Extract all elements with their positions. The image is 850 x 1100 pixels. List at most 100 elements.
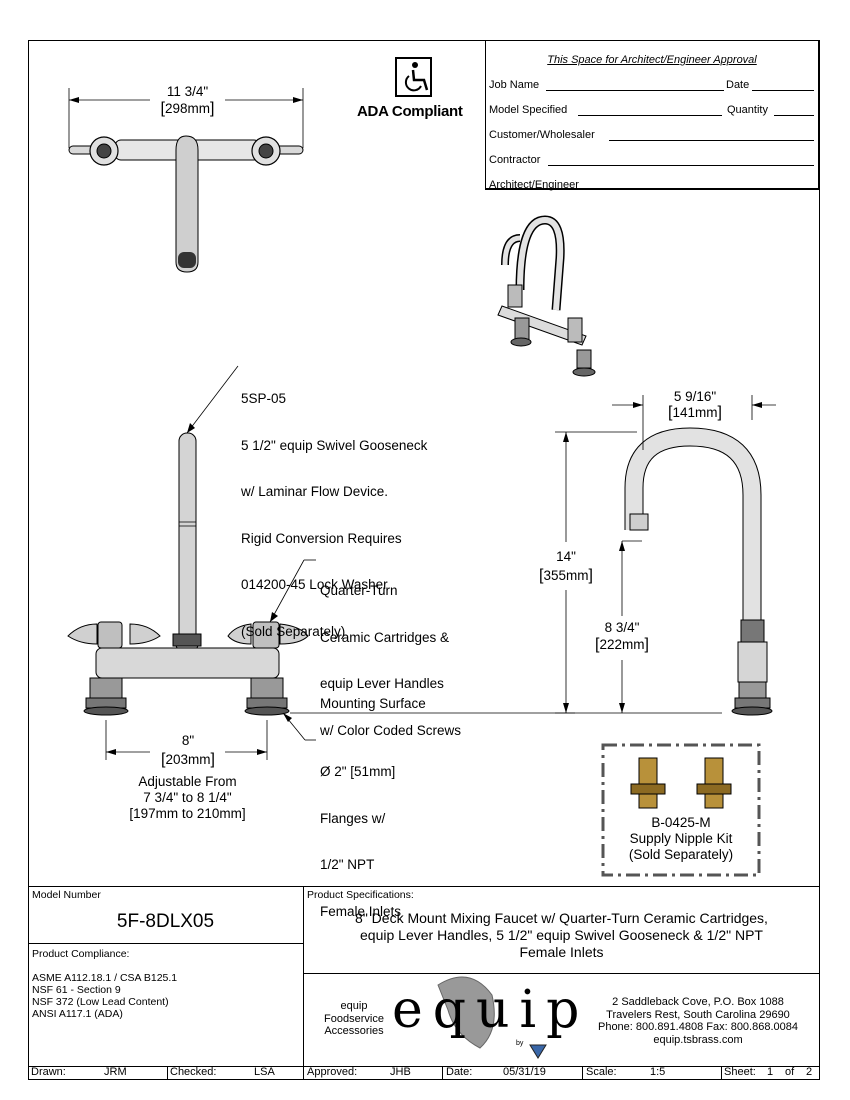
checked-value: LSA [254, 1066, 275, 1078]
height-mm-group: [355mm] [539, 567, 593, 584]
sheet-label: Sheet: [724, 1066, 756, 1078]
job-name-label: Job Name [489, 79, 540, 91]
quantity-label: Quantity [727, 104, 768, 116]
contractor-label: Contractor [489, 154, 541, 166]
adjustable-range: Adjustable From 7 3/4" to 8 1/4" [197mm … [100, 774, 275, 822]
cartridges-line-3: equip Lever Handles [320, 676, 444, 691]
approval-title: This Space for Architect/Engineer Approv… [547, 54, 757, 66]
gooseneck-callout: 5SP-05 5 1/2" equip Swivel Gooseneck w/ … [241, 360, 427, 655]
centers-mm: 203mm [165, 752, 211, 767]
signoff-divider [721, 1066, 722, 1080]
flanges-line-2: Flanges w/ [320, 810, 386, 826]
quantity-line[interactable] [774, 115, 814, 116]
scale-label: Scale: [586, 1066, 617, 1078]
specs-line-1: 8" Deck Mount Mixing Faucet w/ Quarter-T… [355, 910, 768, 926]
title-block-top-border [28, 886, 820, 887]
nipple-kit-line-3: (Sold Separately) [628, 847, 734, 862]
top-width-in: 11 3/4" [166, 84, 209, 99]
model-compliance-divider [28, 943, 303, 944]
specs-label: Product Specifications: [307, 889, 414, 901]
compliance-item: ASME A112.18.1 / CSA B125.1 [32, 972, 178, 984]
of-label: of [785, 1066, 795, 1078]
tagline-line-3: Accessories [324, 1025, 384, 1037]
compliance-item: NSF 61 - Section 9 [32, 984, 121, 996]
scale-value: 1:5 [650, 1066, 666, 1078]
gooseneck-line-3: w/ Laminar Flow Device. [241, 484, 389, 499]
equip-logo-text: equip [392, 980, 590, 1040]
signoff-divider [167, 1066, 168, 1080]
height-mm: 355mm [543, 568, 589, 583]
top-width-mm-group: [298mm] [160, 100, 215, 117]
reach-mm-group: [141mm] [668, 404, 722, 421]
drawn-value: JRM [104, 1066, 127, 1078]
gooseneck-line-2: 5 1/2" equip Swivel Gooseneck [241, 437, 428, 453]
nipple-kit-label: B-0425-M Supply Nipple Kit (Sold Separat… [603, 815, 759, 863]
gooseneck-line-4: Rigid Conversion Requires [241, 530, 402, 546]
model-number: 5F-8DLX05 [116, 911, 215, 932]
tagline-line-1: equip [340, 1000, 368, 1012]
reach-mm: 141mm [672, 405, 718, 420]
flanges-line-1: Ø 2" [51mm] [320, 764, 396, 779]
compliance-label: Product Compliance: [32, 948, 130, 960]
cartridges-line-2: Ceramic Cartridges & [320, 629, 450, 645]
model-specified-line[interactable] [578, 115, 722, 116]
top-width-mm: 298mm [164, 101, 210, 116]
nipple-kit-line-2: Supply Nipple Kit [629, 831, 733, 846]
centers-mm-group: [203mm] [161, 751, 215, 768]
contractor-line[interactable] [548, 165, 814, 166]
date-value: 05/31/19 [503, 1066, 546, 1078]
gooseneck-line-1: 5SP-05 [241, 391, 287, 406]
drawn-label: Drawn: [31, 1066, 66, 1078]
flanges-callout: Ø 2" [51mm] Flanges w/ 1/2" NPT Female I… [320, 733, 401, 935]
flanges-line-3: 1/2" NPT [320, 857, 375, 872]
signoff-divider [442, 1066, 443, 1080]
adjustable-line-1: Adjustable From [138, 774, 237, 789]
address-line-3: Phone: 800.891.4808 Fax: 800.868.0084 [597, 1021, 798, 1033]
ada-compliant-label: ADA Compliant [357, 103, 463, 120]
checked-label: Checked: [170, 1066, 217, 1078]
company-address: 2 Saddleback Cove, P.O. Box 1088 Travele… [578, 996, 818, 1046]
mounting-surface-label: Mounting Surface [320, 696, 426, 711]
sheet-value: 1 [767, 1066, 774, 1078]
adjustable-line-2: 7 3/4" to 8 1/4" [143, 790, 232, 805]
specs-line-3: Female Inlets [519, 944, 604, 960]
signoff-row-border [28, 1066, 820, 1067]
spout-in: 8 3/4" [604, 620, 640, 635]
compliance-list: ASME A112.18.1 / CSA B125.1 NSF 61 - Sec… [32, 972, 177, 1020]
specs-logo-divider [303, 973, 820, 974]
address-line-1: 2 Saddleback Cove, P.O. Box 1088 [612, 996, 784, 1008]
architect-label: Architect/Engineer [489, 179, 579, 191]
spout-mm-group: [222mm] [595, 636, 649, 653]
date-field-label: Date: [446, 1066, 473, 1078]
customer-line[interactable] [609, 140, 814, 141]
reach-in: 5 9/16" [673, 389, 717, 404]
compliance-item: ANSI A117.1 (ADA) [32, 1008, 123, 1020]
height-in: 14" [556, 549, 576, 564]
cartridges-callout: Quarter-Turn Ceramic Cartridges & equip … [320, 552, 461, 754]
gooseneck-line-5: 014200-45 Lock Washer [241, 577, 388, 592]
centers-in: 8" [181, 733, 195, 748]
compliance-item: NSF 372 (Low Lead Content) [32, 996, 169, 1008]
sheet-total: 2 [806, 1066, 813, 1078]
brand-tagline: equip Foodservice Accessories [318, 1000, 390, 1038]
model-number-label: Model Number [32, 889, 101, 901]
architect-line[interactable] [590, 189, 814, 190]
product-specs: 8" Deck Mount Mixing Faucet w/ Quarter-T… [303, 910, 820, 961]
title-block-divider [303, 886, 304, 1080]
specs-line-2: equip Lever Handles, 5 1/2" equip Swivel… [360, 927, 763, 943]
address-line-4: equip.tsbrass.com [653, 1033, 743, 1046]
job-name-line[interactable] [546, 90, 724, 91]
approved-label: Approved: [307, 1066, 358, 1078]
gooseneck-line-6: (Sold Separately) [241, 623, 346, 639]
address-line-2: Travelers Rest, South Carolina 29690 [606, 1008, 790, 1021]
signoff-divider [582, 1066, 583, 1080]
date-label: Date [726, 79, 750, 91]
adjustable-line-3: [197mm to 210mm] [129, 806, 246, 821]
customer-label: Customer/Wholesaler [489, 129, 595, 141]
date-line[interactable] [752, 90, 814, 91]
spout-mm: 222mm [599, 637, 645, 652]
tagline-line-2: Foodservice [324, 1012, 384, 1025]
flanges-line-4: Female Inlets [320, 903, 402, 919]
nipple-kit-line-1: B-0425-M [651, 815, 711, 830]
drawing-frame [28, 40, 820, 1080]
